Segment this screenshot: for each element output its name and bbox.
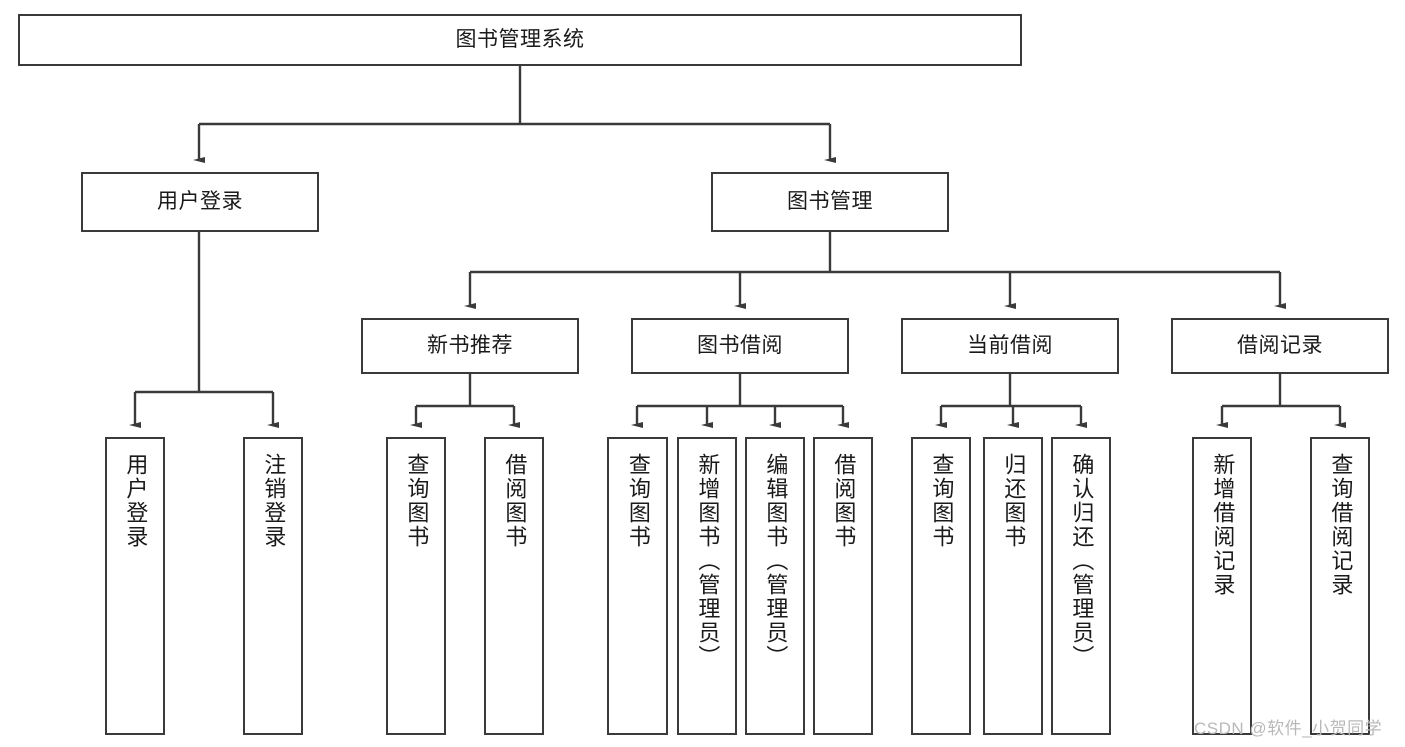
- node-leaf-query-book-3-label: 查询图书: [929, 453, 955, 549]
- node-leaf-add-book[interactable]: 新增图书（管理员）: [677, 437, 737, 735]
- node-leaf-query-book-3[interactable]: 查询图书: [911, 437, 971, 735]
- node-borrow-record[interactable]: 借阅记录: [1171, 318, 1389, 374]
- node-leaf-query-book-2[interactable]: 查询图书: [607, 437, 668, 735]
- node-leaf-query-book-2-label: 查询图书: [625, 453, 651, 549]
- node-leaf-query-record[interactable]: 查询借阅记录: [1310, 437, 1370, 735]
- csdn-watermark: CSDN @软件_小贺同学: [1194, 719, 1383, 738]
- node-book-manage[interactable]: 图书管理: [711, 172, 949, 232]
- node-current-borrow-label: 当前借阅: [967, 333, 1053, 357]
- node-leaf-confirm-return-label: 确认归还（管理员）: [1069, 453, 1095, 669]
- node-leaf-add-record-label: 新增借阅记录: [1210, 453, 1236, 597]
- node-leaf-user-login-label: 用户登录: [123, 453, 149, 549]
- node-leaf-edit-book[interactable]: 编辑图书（管理员）: [745, 437, 805, 735]
- node-leaf-return-book[interactable]: 归还图书: [983, 437, 1043, 735]
- node-leaf-borrow-book-2[interactable]: 借阅图书: [813, 437, 873, 735]
- node-user-login[interactable]: 用户登录: [81, 172, 319, 232]
- node-borrow-record-label: 借阅记录: [1237, 333, 1323, 357]
- node-book-borrow[interactable]: 图书借阅: [631, 318, 849, 374]
- node-leaf-query-record-label: 查询借阅记录: [1328, 453, 1354, 597]
- node-root[interactable]: 图书管理系统: [18, 14, 1022, 66]
- node-new-book-rec-label: 新书推荐: [427, 333, 513, 357]
- node-leaf-add-record[interactable]: 新增借阅记录: [1192, 437, 1252, 735]
- node-leaf-confirm-return[interactable]: 确认归还（管理员）: [1051, 437, 1111, 735]
- node-book-manage-label: 图书管理: [787, 189, 873, 213]
- node-leaf-borrow-book-1-label: 借阅图书: [502, 453, 528, 549]
- node-leaf-add-book-label: 新增图书（管理员）: [695, 453, 721, 669]
- node-leaf-return-book-label: 归还图书: [1001, 453, 1027, 549]
- node-current-borrow[interactable]: 当前借阅: [901, 318, 1119, 374]
- node-leaf-edit-book-label: 编辑图书（管理员）: [763, 453, 789, 669]
- node-book-borrow-label: 图书借阅: [697, 333, 783, 357]
- node-leaf-query-book-1[interactable]: 查询图书: [386, 437, 446, 735]
- node-leaf-query-book-1-label: 查询图书: [404, 453, 430, 549]
- node-user-login-label: 用户登录: [157, 189, 243, 213]
- node-leaf-user-login[interactable]: 用户登录: [105, 437, 165, 735]
- node-root-label: 图书管理系统: [455, 27, 585, 51]
- node-leaf-logout[interactable]: 注销登录: [243, 437, 303, 735]
- node-leaf-logout-label: 注销登录: [261, 453, 287, 549]
- node-leaf-borrow-book-2-label: 借阅图书: [831, 453, 857, 549]
- node-leaf-borrow-book-1[interactable]: 借阅图书: [484, 437, 544, 735]
- node-new-book-rec[interactable]: 新书推荐: [361, 318, 579, 374]
